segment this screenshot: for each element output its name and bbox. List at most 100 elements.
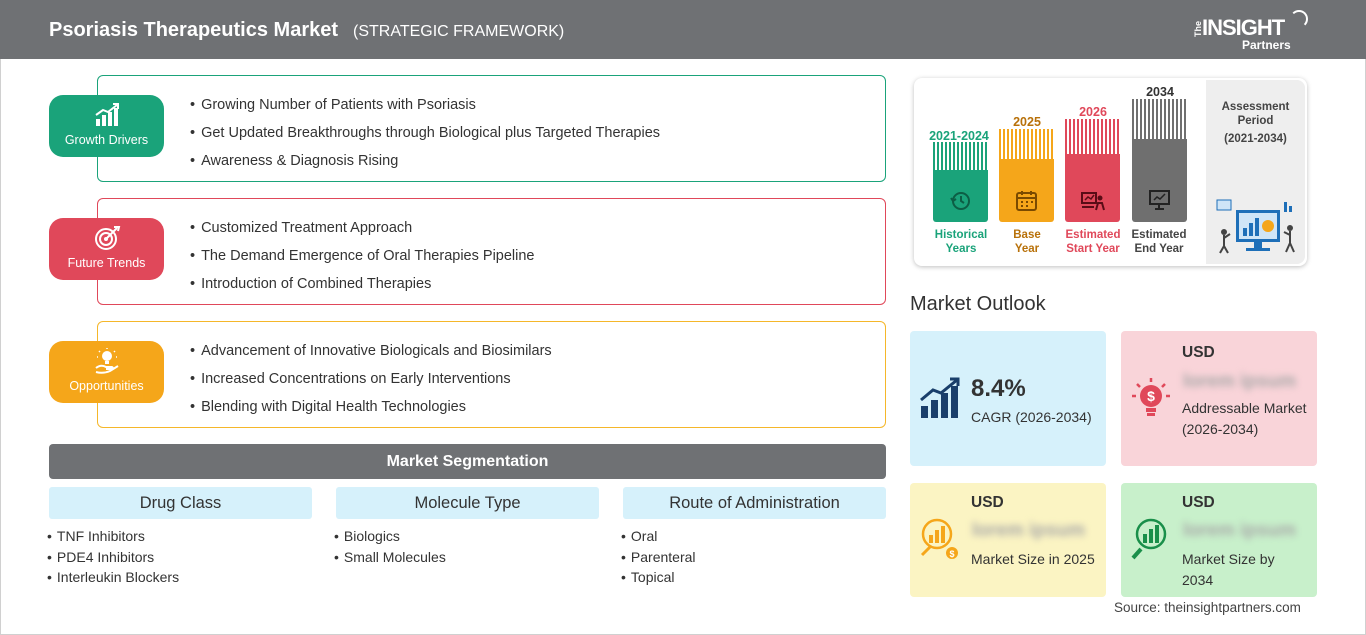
calendar-icon: [1016, 191, 1037, 211]
size-2034-label: Market Size by 2034: [1182, 551, 1275, 588]
history-icon: [950, 192, 970, 210]
assessment-period-panel: Assessment Period (2021-2034): [1206, 80, 1305, 264]
header-bar: Psoriasis Therapeutics Market (STRATEGIC…: [0, 0, 1366, 59]
timeline-card: 2021-2024 Historical Years 2025 Base Yea…: [914, 78, 1307, 266]
timeline-bar-base: [999, 129, 1054, 222]
label-line: Period: [1237, 115, 1274, 127]
timeline-bar-start: [1065, 119, 1120, 222]
timeline-year-start: 2026: [1079, 105, 1107, 119]
growth-drivers-tag: Growth Drivers: [49, 95, 164, 157]
addressable-value: lorem ipsum: [1183, 371, 1296, 392]
logo-arc-icon: [1290, 10, 1308, 28]
cagr-label: CAGR (2026-2034): [971, 409, 1092, 425]
list-item: Biologics: [334, 526, 599, 547]
list-item: The Demand Emergence of Oral Therapies P…: [190, 245, 534, 273]
list-item: Oral: [621, 526, 886, 547]
opportunities-box: Advancement of Innovative Biologicals an…: [97, 321, 886, 428]
size-2025-value: lorem ipsum: [972, 520, 1085, 541]
future-trends-list: Customized Treatment Approach The Demand…: [190, 217, 535, 301]
growth-drivers-list: Growing Number of Patients with Psoriasi…: [190, 94, 660, 178]
list-item: Get Updated Breakthroughs through Biolog…: [190, 122, 660, 150]
market-analysis-icon: [1131, 518, 1167, 560]
list-item: Small Molecules: [334, 547, 599, 568]
timeline-label-base: Base Year: [991, 228, 1063, 256]
list-item: Increased Concentrations on Early Interv…: [190, 368, 552, 396]
assessment-period: (2021-2034): [1224, 133, 1287, 145]
timeline-year-historical: 2021-2024: [929, 129, 989, 143]
opportunities-tag: Opportunities: [49, 341, 164, 403]
bar-solid: [999, 159, 1054, 222]
market-outlook-title: Market Outlook: [910, 293, 1046, 315]
segment-heading: Molecule Type: [336, 487, 599, 519]
opportunities-label: Opportunities: [69, 379, 144, 393]
size-2034-value: lorem ipsum: [1183, 520, 1296, 541]
svg-text:$: $: [1147, 388, 1155, 404]
bar-stripes: [999, 129, 1054, 159]
insight-partners-logo: The INSIGHT Partners: [1190, 10, 1320, 54]
segment-list: Oral Parenteral Topical: [621, 526, 886, 588]
market-size-2034-card: USD lorem ipsum Market Size by 2034: [1121, 483, 1317, 597]
page-subtitle: (STRATEGIC FRAMEWORK): [353, 23, 565, 40]
bar-stripes: [1132, 99, 1187, 139]
segment-heading: Drug Class: [49, 487, 312, 519]
bar-stripes: [1065, 119, 1120, 154]
addressable-market-card: $ USD lorem ipsum Addressable Market (20…: [1121, 331, 1317, 466]
money-bulb-icon: $: [1132, 378, 1170, 416]
label-line: Years: [945, 243, 977, 255]
cagr-card: 8.4% CAGR (2026-2034): [910, 331, 1106, 466]
list-item: Interleukin Blockers: [47, 567, 312, 588]
presentation-icon: [1081, 192, 1105, 211]
addressable-label: Addressable Market (2026-2034): [1182, 400, 1307, 437]
timeline-label-end: Estimated End Year: [1123, 228, 1195, 256]
size-2025-label: Market Size in 2025: [971, 551, 1095, 567]
svg-text:$: $: [949, 549, 954, 559]
label-line: Assessment: [1221, 101, 1290, 113]
label-line: Historical: [934, 229, 988, 241]
segment-list: Biologics Small Molecules: [334, 526, 599, 567]
list-item: Customized Treatment Approach: [190, 217, 535, 245]
timeline-label-start: Estimated Start Year: [1057, 228, 1129, 256]
growth-drivers-label: Growth Drivers: [64, 133, 149, 147]
label-line: Start Year: [1066, 243, 1120, 255]
segment-drug-class: Drug Class TNF Inhibitors PDE4 Inhibitor…: [49, 487, 312, 588]
segment-heading: Route of Administration: [623, 487, 886, 519]
timeline-label-historical: Historical Years: [925, 228, 997, 256]
timeline-bar-historical: [933, 142, 988, 222]
growth-chart-icon: [920, 377, 960, 418]
list-item: Introduction of Combined Therapies: [190, 273, 535, 301]
label-line: Estimated: [1131, 229, 1187, 241]
future-trends-tag: Future Trends: [49, 218, 164, 280]
logo-partners-text: Partners: [1242, 38, 1291, 52]
future-trends-label: Future Trends: [67, 256, 146, 270]
addressable-currency: USD: [1182, 344, 1215, 361]
size-2034-currency: USD: [1182, 494, 1215, 511]
timeline-bar-end: [1132, 99, 1187, 222]
list-item: Advancement of Innovative Biologicals an…: [190, 340, 552, 368]
segment-route-of-administration: Route of Administration Oral Parenteral …: [623, 487, 886, 588]
size-2025-currency: USD: [971, 494, 1004, 511]
growth-drivers-box: Growing Number of Patients with Psoriasi…: [97, 75, 886, 182]
assessment-title: Assessment Period: [1206, 100, 1305, 128]
list-item: PDE4 Inhibitors: [47, 547, 312, 568]
label-line: Estimated: [1065, 229, 1121, 241]
market-segmentation-header: Market Segmentation: [49, 444, 886, 479]
bar-solid: [1065, 154, 1120, 222]
list-item: Awareness & Diagnosis Rising: [190, 150, 660, 178]
analytics-illustration-icon: [1216, 199, 1295, 254]
segment-list: TNF Inhibitors PDE4 Inhibitors Interleuk…: [47, 526, 312, 588]
timeline-year-base: 2025: [1013, 115, 1041, 129]
cagr-value: 8.4%: [971, 375, 1026, 402]
money-growth-icon: $: [920, 518, 958, 559]
opportunities-list: Advancement of Innovative Biologicals an…: [190, 340, 552, 424]
bar-stripes: [933, 142, 988, 170]
list-item: Parenteral: [621, 547, 886, 568]
source-citation: Source: theinsightpartners.com: [1114, 600, 1301, 615]
label-line: Base: [1013, 229, 1041, 241]
page-title: Psoriasis Therapeutics Market: [49, 19, 339, 41]
future-trends-box: Customized Treatment Approach The Demand…: [97, 198, 886, 305]
growth-chart-icon: [95, 103, 119, 126]
label-line: End Year: [1134, 243, 1184, 255]
market-size-2025-card: $ USD lorem ipsum Market Size in 2025: [910, 483, 1106, 597]
monitor-icon: [1149, 190, 1170, 210]
list-item: Growing Number of Patients with Psoriasi…: [190, 94, 660, 122]
